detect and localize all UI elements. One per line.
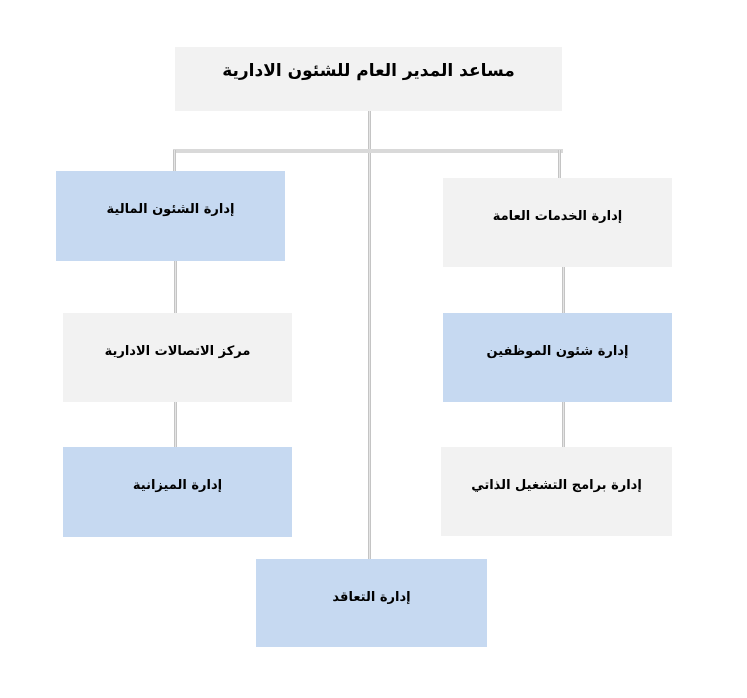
connector-right-1-2 bbox=[562, 267, 565, 314]
connector-to-right-branch bbox=[558, 150, 561, 179]
org-node-budget: إدارة الميزانية bbox=[63, 447, 292, 537]
org-node-root: مساعد المدير العام للشئون الادارية bbox=[175, 47, 562, 111]
org-node-label: إدارة الشئون المالية bbox=[106, 202, 235, 217]
org-node-personnel-affairs: إدارة شئون الموظفين bbox=[443, 313, 672, 402]
connector-left-2-3 bbox=[174, 402, 177, 448]
org-node-label: إدارة شئون الموظفين bbox=[486, 344, 629, 359]
org-node-label: إدارة الميزانية bbox=[132, 478, 223, 493]
connector-left-1-2 bbox=[174, 261, 177, 314]
connector-horizontal-bar bbox=[173, 149, 563, 153]
connector-to-left-branch bbox=[173, 150, 176, 172]
org-node-label: مركز الاتصالات الادارية bbox=[104, 344, 251, 359]
org-node-label: مساعد المدير العام للشئون الادارية bbox=[222, 61, 515, 81]
org-node-financial-affairs: إدارة الشئون المالية bbox=[56, 171, 285, 261]
org-node-label: إدارة برامج التشغيل الذاتي bbox=[471, 478, 642, 493]
org-node-general-services: إدارة الخدمات العامة bbox=[443, 178, 672, 267]
org-node-self-operation-programs: إدارة برامج التشغيل الذاتي bbox=[441, 447, 672, 536]
org-node-contracting: إدارة التعاقد bbox=[256, 559, 487, 647]
connector-root-center bbox=[368, 110, 371, 559]
org-node-label: إدارة الخدمات العامة bbox=[492, 209, 623, 224]
connector-right-2-3 bbox=[562, 402, 565, 448]
org-node-label: إدارة التعاقد bbox=[332, 590, 411, 605]
org-node-admin-communications-center: مركز الاتصالات الادارية bbox=[63, 313, 292, 402]
